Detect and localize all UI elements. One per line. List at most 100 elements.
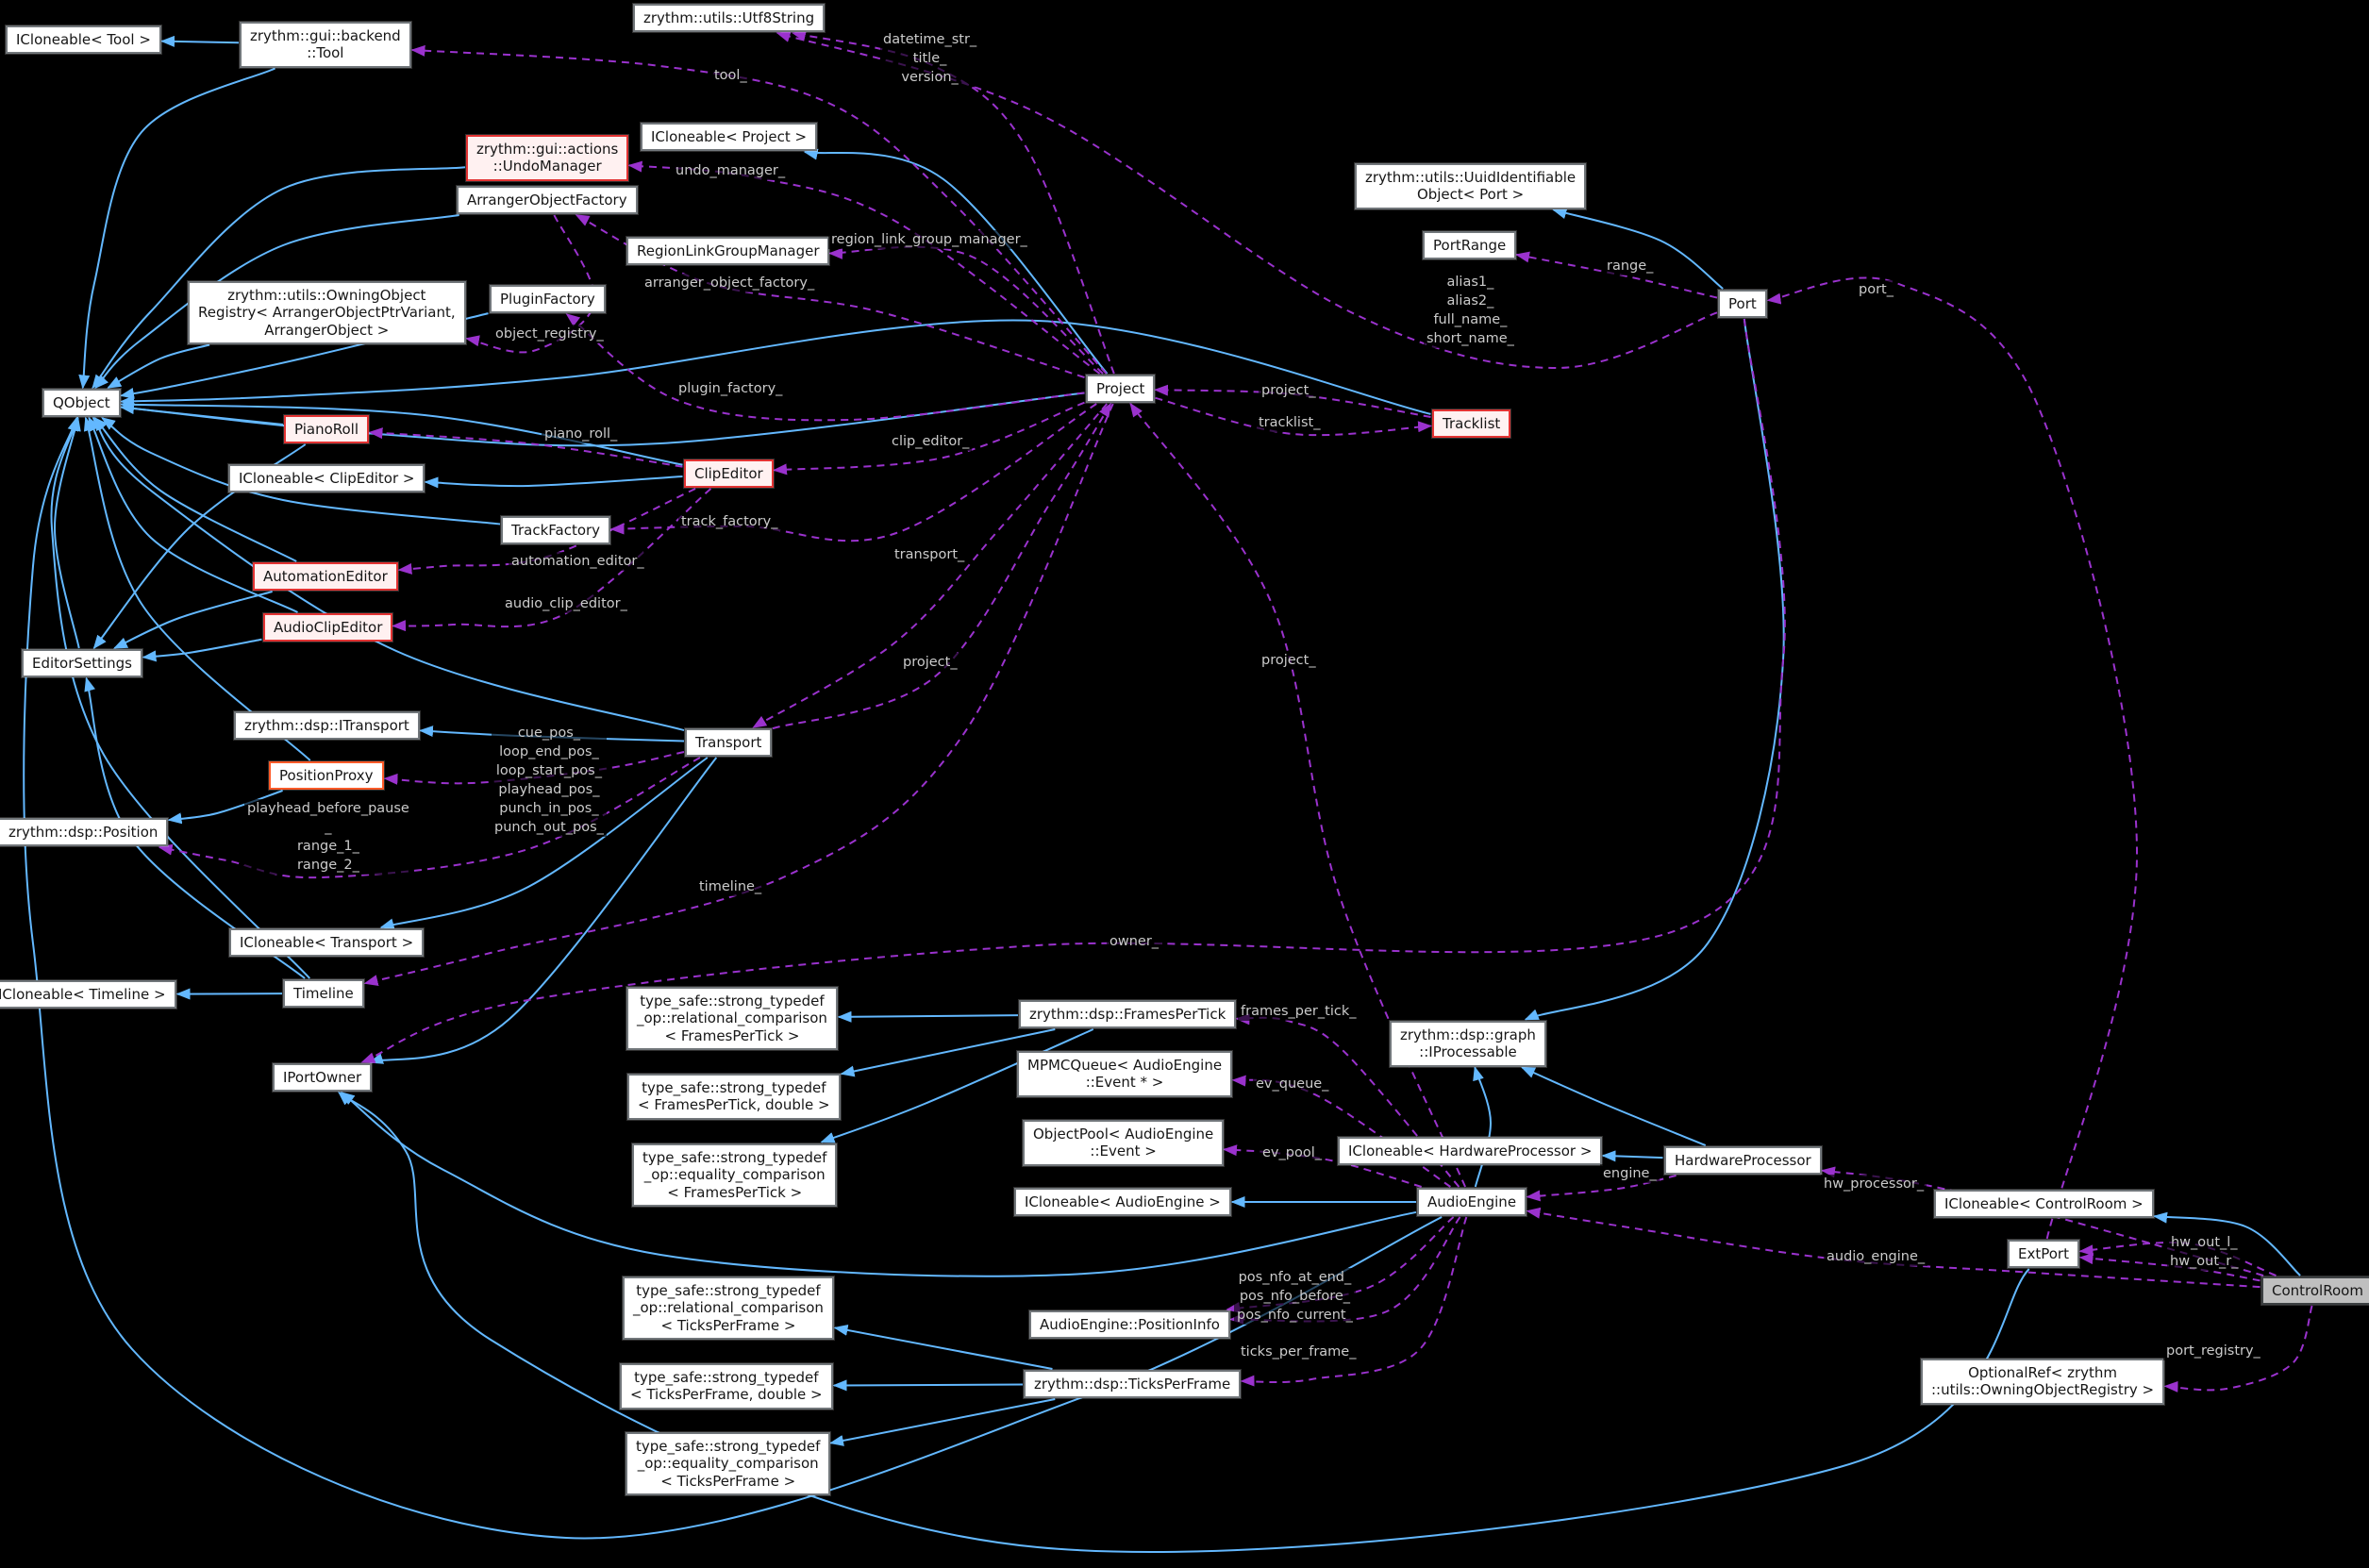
node-control_room[interactable]: ControlRoom [2261,1276,2369,1306]
node-label-line: ClipEditor [694,465,763,482]
node-iportowner[interactable]: IPortOwner [273,1063,373,1093]
edge-label-line: alias1_ [1446,275,1494,290]
node-rel_comp_fpt[interactable]: type_safe::strong_typedef_op::relational… [626,987,838,1050]
node-port_range[interactable]: PortRange [1423,231,1517,260]
node-typedef_tpf[interactable]: type_safe::strong_typedef< TicksPerFrame… [620,1363,833,1410]
node-undo_manager[interactable]: zrythm::gui::actions::UndoManager [466,135,629,181]
node-hardware_processor[interactable]: HardwareProcessor [1664,1146,1822,1176]
node-cloneable_control_room[interactable]: ICloneable< ControlRoom > [1934,1190,2154,1219]
node-iprocessable[interactable]: zrythm::dsp::graph::IProcessable [1390,1021,1546,1067]
node-itransport[interactable]: zrythm::dsp::ITransport [234,711,420,741]
node-audio_clip_editor[interactable]: AudioClipEditor [263,613,393,642]
node-cloneable_hardware_processor[interactable]: ICloneable< HardwareProcessor > [1338,1137,1603,1166]
node-utf8string[interactable]: zrythm::utils::Utf8String [633,4,826,33]
edge-label-line: pos_nfo_before_ [1239,1289,1351,1304]
node-label-line: type_safe::strong_typedef [642,1149,827,1166]
edge-label-line: automation_editor_ [511,554,644,569]
edge-transport-position [158,757,701,879]
node-cloneable_transport[interactable]: ICloneable< Transport > [229,928,425,958]
node-qobject[interactable]: QObject [42,389,121,418]
node-label-line: OptionalRef< zrythm [1968,1364,2118,1381]
edge-editor_settings-qobject [53,416,81,649]
node-ticks_per_frame[interactable]: zrythm::dsp::TicksPerFrame [1024,1370,1242,1399]
edge-hardware_processor-audio_engine [1526,1175,1677,1202]
node-label-line: ::utils::OwningObjectRegistry > [1931,1381,2155,1399]
node-typedef_fpt[interactable]: type_safe::strong_typedef< FramesPerTick… [627,1074,841,1120]
edge-label-hw_out: hw_out_l_hw_out_r_ [2167,1233,2242,1271]
edge-label-ev_queue_: ev_queue_ [1253,1075,1332,1093]
node-position_proxy[interactable]: PositionProxy [269,761,384,791]
edge-label-audio_clip_editor_: audio_clip_editor_ [502,594,630,613]
node-automation_editor[interactable]: AutomationEditor [253,562,398,592]
node-tool[interactable]: zrythm::gui::backend::Tool [240,22,411,68]
edge-label-line: playhead_pos_ [498,782,600,797]
edge-automation_editor-editor_settings [112,591,273,649]
edge-label-line: version_ [901,70,959,85]
node-timeline[interactable]: Timeline [283,979,364,1009]
node-piano_roll[interactable]: PianoRoll [284,415,370,444]
node-arranger_object_factory[interactable]: ArrangerObjectFactory [457,186,638,215]
node-label-line: Port [1728,295,1757,312]
edge-audio_engine-mpmc_queue [1231,1075,1451,1188]
edge-transport-qobject [92,416,685,732]
edge-label-line: ticks_per_frame_ [1241,1344,1357,1359]
node-label-line: ::IProcessable [1419,1043,1517,1061]
node-frames_per_tick[interactable]: zrythm::dsp::FramesPerTick [1019,1000,1237,1029]
node-ext_port[interactable]: ExtPort [2008,1240,2079,1269]
edge-audio_engine-iprocessable [1473,1066,1493,1188]
node-region_link_group_manager[interactable]: RegionLinkGroupManager [626,237,830,266]
node-clip_editor[interactable]: ClipEditor [684,459,774,489]
edge-label-line: loop_end_pos_ [499,744,599,759]
edge-control_room-audio_engine [1526,1207,2261,1289]
node-cloneable_project[interactable]: ICloneable< Project > [641,123,818,152]
node-label-line: ::Tool [307,44,344,62]
node-optional_ref[interactable]: OptionalRef< zrythm::utils::OwningObject… [1921,1359,2165,1405]
edge-label-engine_: engine_ [1600,1164,1660,1183]
edge-port-iportowner [360,318,1786,1063]
edge-label-line: port_ [1859,282,1894,297]
node-label-line: < TicksPerFrame > [660,1316,796,1334]
edge-label-automation_editor_: automation_editor_ [509,552,647,571]
node-label-line: AutomationEditor [263,568,388,585]
node-project[interactable]: Project [1086,375,1156,404]
edge-project-timeline [363,403,1114,986]
edge-frames_per_tick-eq_comp_fpt [820,1028,1094,1143]
node-cloneable_clip_editor[interactable]: ICloneable< ClipEditor > [228,464,425,493]
node-port[interactable]: Port [1718,290,1767,319]
node-cloneable_tool[interactable]: ICloneable< Tool > [6,25,161,55]
node-eq_comp_tpf[interactable]: type_safe::strong_typedef_op::equality_c… [626,1432,831,1495]
node-label-line: TrackFactory [511,522,601,539]
node-editor_settings[interactable]: EditorSettings [22,649,142,678]
edge-label-port_: port_ [1856,280,1896,299]
node-label-line: zrythm::dsp::TicksPerFrame [1034,1376,1231,1393]
node-cloneable_audio_engine[interactable]: ICloneable< AudioEngine > [1014,1188,1231,1217]
node-rel_comp_tpf[interactable]: type_safe::strong_typedef_op::relational… [623,1276,834,1340]
edge-tool-cloneable_tool [160,35,240,47]
node-label-line: IPortOwner [283,1069,362,1086]
node-label-line: ::Event * > [1085,1074,1164,1092]
node-cloneable_timeline[interactable]: ICloneable< Timeline > [0,980,176,1009]
node-track_factory[interactable]: TrackFactory [501,516,611,545]
node-label-line: zrythm::utils::OwningObject [227,287,426,304]
node-object_pool[interactable]: ObjectPool< AudioEngine::Event > [1023,1120,1225,1166]
edge-project-region_link_group_manager [828,245,1104,375]
node-label-line: ObjectPool< AudioEngine [1033,1126,1214,1143]
edge-label-ev_pool_: ev_pool_ [1260,1143,1325,1162]
edge-label-hw_processor_: hw_processor_ [1821,1175,1927,1193]
node-position_info[interactable]: AudioEngine::PositionInfo [1029,1310,1230,1340]
node-eq_comp_fpt[interactable]: type_safe::strong_typedef_op::equality_c… [632,1143,838,1207]
edge-label-line: track_factory_ [681,514,778,529]
edge-project-cloneable_project [803,148,1109,375]
node-tracklist[interactable]: Tracklist [1432,409,1511,439]
edge-label-line: _ [325,820,332,835]
node-transport[interactable]: Transport [685,728,773,758]
edge-label-line: playhead_before_pause [247,801,409,816]
node-plugin_factory[interactable]: PluginFactory [490,285,606,314]
node-label-line: type_safe::strong_typedef [640,993,825,1009]
node-mpmc_queue[interactable]: MPMCQueue< AudioEngine::Event * > [1017,1051,1233,1097]
node-audio_engine[interactable]: AudioEngine [1417,1188,1527,1217]
node-position[interactable]: zrythm::dsp::Position [0,818,169,847]
edge-project-tracklist [1155,396,1432,437]
